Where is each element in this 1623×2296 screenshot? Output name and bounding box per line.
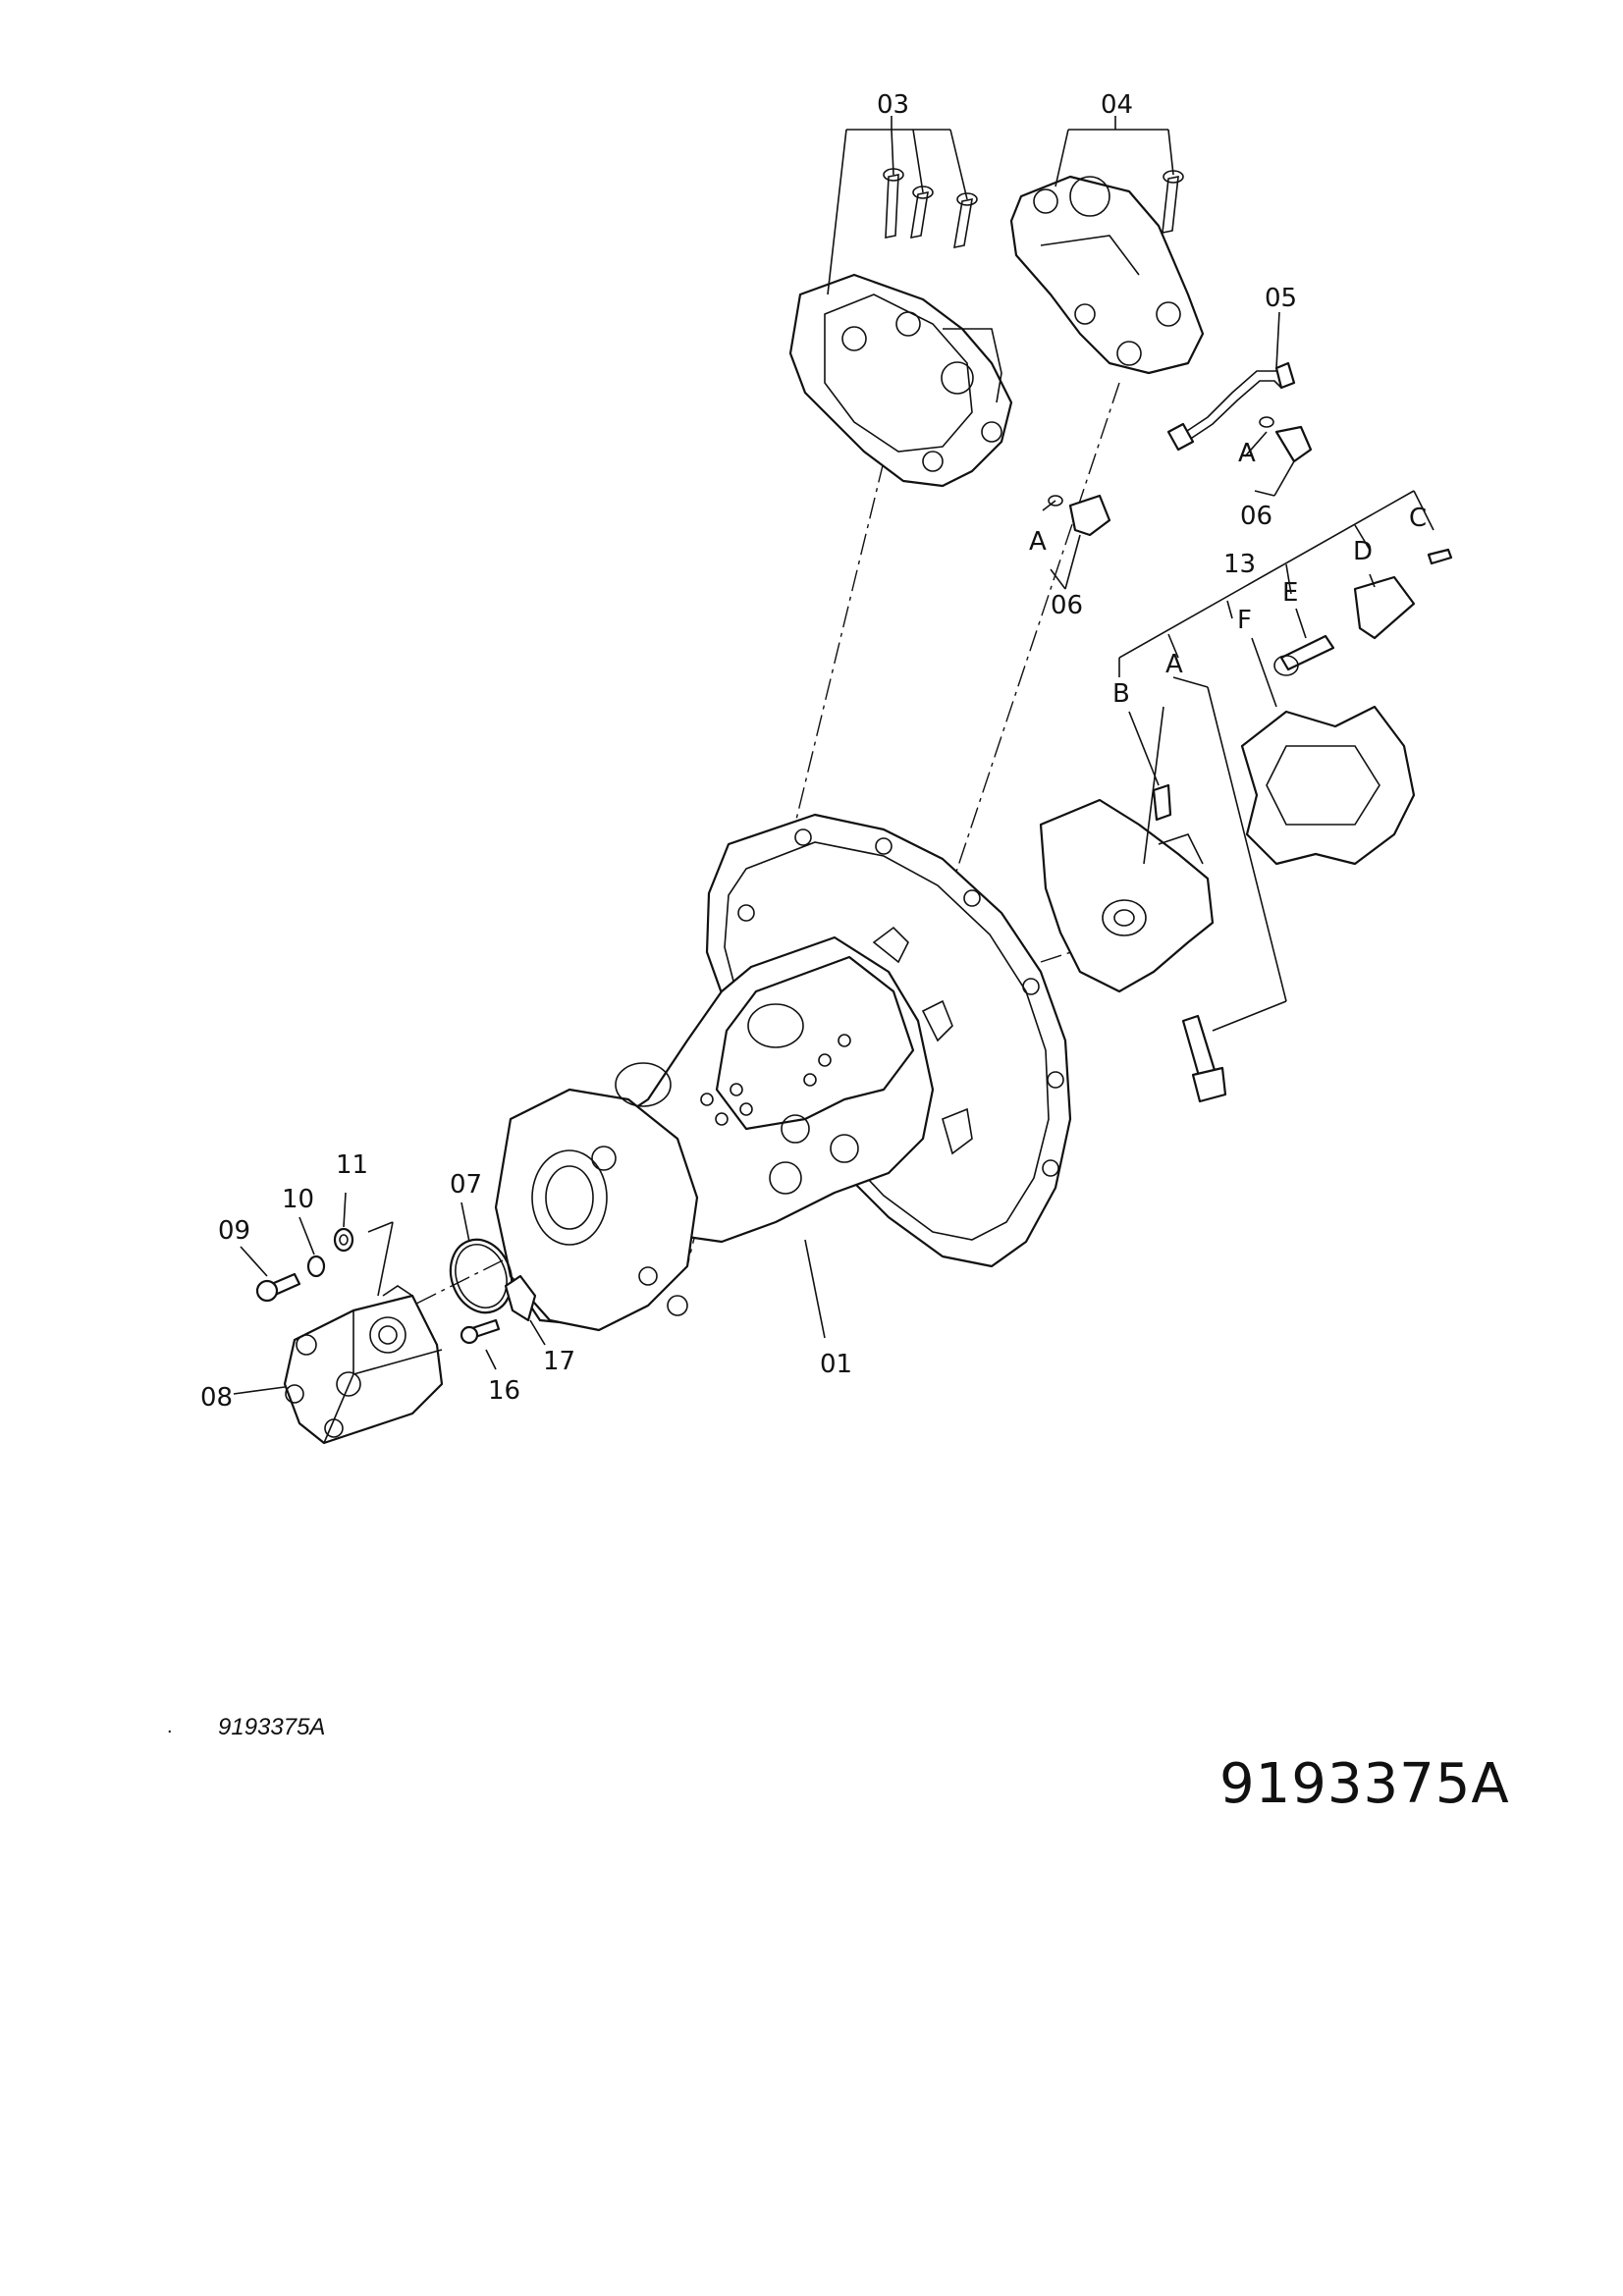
coupling-13 [1039, 548, 1453, 1103]
callout-10: 10 [282, 1185, 314, 1214]
callout-11: 11 [336, 1150, 368, 1180]
callout-08: 08 [200, 1383, 233, 1413]
small-drawing-reference: 9193375A [218, 1714, 326, 1740]
callout-b: B [1112, 679, 1130, 709]
bolt-washers-09-10-11 [255, 1227, 354, 1303]
callout-f: F [1237, 606, 1252, 635]
callout-09: 09 [218, 1216, 250, 1246]
callout-a-left: A [1029, 527, 1047, 557]
flange-hole [1022, 978, 1040, 995]
callout-d: D [1353, 537, 1373, 566]
flange-hole [737, 904, 755, 922]
callout-04: 04 [1101, 90, 1133, 120]
rear-port [531, 1149, 608, 1246]
flange-hole [1042, 1159, 1059, 1177]
callout-a-coupling: A [1165, 650, 1183, 679]
callout-13: 13 [1223, 550, 1256, 579]
callout-05: 05 [1265, 284, 1297, 313]
o-ring-07 [449, 1238, 514, 1314]
callout-a-right: A [1238, 439, 1256, 468]
coupling-element [1240, 705, 1416, 866]
flange-hole [963, 889, 981, 907]
large-drawing-reference: 9193375A [1219, 1752, 1510, 1816]
callout-06-right: 06 [1240, 502, 1272, 531]
callout-01: 01 [820, 1350, 852, 1379]
flange-hole [794, 828, 812, 846]
leader-lines [233, 116, 1434, 1395]
callout-e: E [1282, 578, 1298, 608]
gear-pump-08 [283, 1285, 444, 1445]
callout-17: 17 [543, 1347, 575, 1376]
callout-03: 03 [877, 90, 909, 120]
flange-hole [875, 837, 893, 855]
callout-c: C [1409, 504, 1427, 533]
plate-17 [504, 1274, 537, 1322]
main-pump-assembly [494, 813, 1072, 1332]
reference-dot: . [167, 1716, 173, 1737]
callout-16: 16 [488, 1376, 520, 1406]
regulator-right-04 [1009, 170, 1205, 375]
regulator-left-03 [788, 168, 1013, 488]
valve-block [715, 955, 915, 1131]
coupling-hub [1039, 798, 1215, 993]
callout-07: 07 [450, 1170, 482, 1200]
elbow-fittings-06 [1048, 416, 1313, 537]
flange-hole [1047, 1071, 1064, 1089]
pilot-tube-05 [1166, 361, 1296, 452]
callout-06-left: 06 [1051, 591, 1083, 620]
callout-labels: 03 04 05 A 06 A 06 C D 13 E F A B 07 11 … [200, 90, 1427, 1413]
